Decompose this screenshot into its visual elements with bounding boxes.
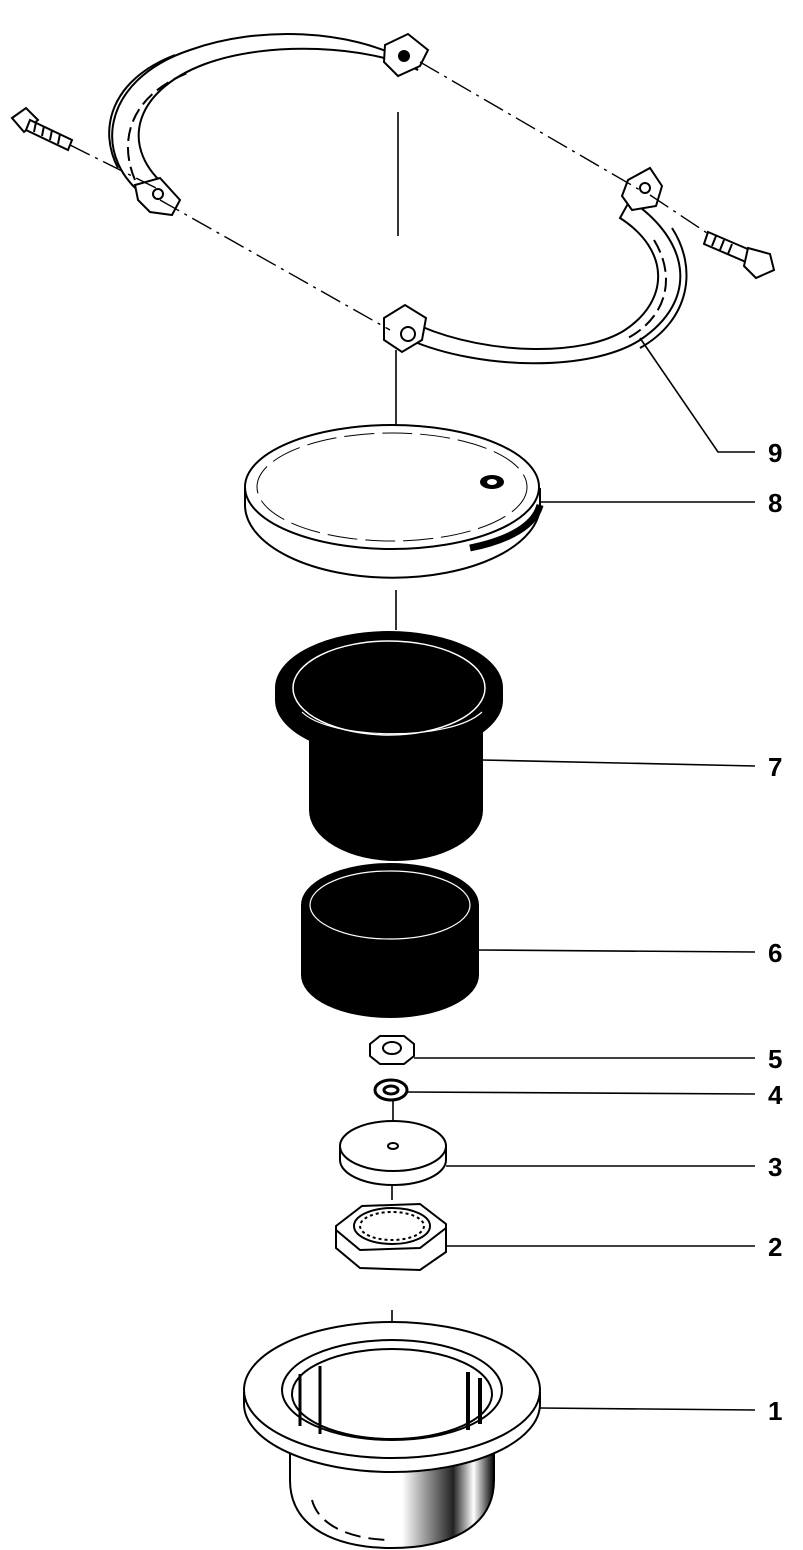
- leader-lines: [406, 337, 756, 1411]
- part-labels: 9 8 7 6 5 4 3 2 1: [768, 438, 783, 1426]
- label-part-8: 8: [768, 488, 782, 518]
- label-part-4: 4: [768, 1080, 783, 1110]
- part-8-cover-disc: [244, 424, 544, 579]
- part-9-clamp-band: [10, 32, 776, 365]
- clamp-screw-right: [702, 230, 776, 280]
- clamp-screw-left: [10, 106, 74, 152]
- label-part-6: 6: [768, 938, 782, 968]
- label-part-9: 9: [768, 438, 782, 468]
- part-3-disc: [339, 1120, 447, 1186]
- label-part-3: 3: [768, 1152, 782, 1182]
- part-7-flanged-bushing: [275, 631, 503, 861]
- clamp-construction-lines: [69, 61, 711, 331]
- label-part-1: 1: [768, 1396, 782, 1426]
- part-1-flanged-housing: [243, 1321, 541, 1550]
- part-5-hex-nut: [369, 1035, 415, 1065]
- part-4-washer: [373, 1078, 409, 1102]
- label-part-5: 5: [768, 1044, 782, 1074]
- label-part-7: 7: [768, 752, 782, 782]
- part-2-threaded-ring: [335, 1202, 447, 1272]
- label-part-2: 2: [768, 1232, 782, 1262]
- part-6-cylindrical-bushing: [301, 863, 479, 1018]
